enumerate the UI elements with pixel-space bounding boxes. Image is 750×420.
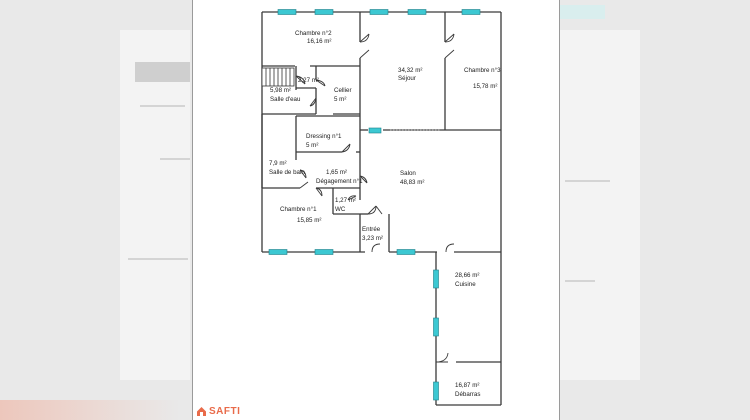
brand-logo: SAFTI: [196, 404, 240, 418]
room-area: 15,78 m²: [473, 82, 498, 90]
staircase: [261, 67, 295, 87]
room-name: Salon: [400, 170, 416, 177]
door-chambre1: [315, 187, 323, 197]
window-salon-top: [368, 127, 382, 134]
door-salle-eau: [309, 97, 317, 107]
floor-plan-sheet: [192, 0, 560, 420]
room-area: 16,87 m²: [455, 382, 480, 389]
window-cuisine-mid: [433, 317, 439, 337]
room-name: Dégagement n°1: [316, 177, 363, 185]
room-name: Cellier: [334, 87, 352, 94]
background-line: [565, 180, 610, 182]
room-area: 3,23 m²: [362, 234, 383, 242]
room-name: Cuisine: [455, 280, 476, 288]
room-area: 5 m²: [334, 95, 347, 103]
window-sejour-right: [407, 9, 427, 15]
door-chambre3: [444, 33, 455, 43]
door-debarras: [435, 352, 449, 363]
room-name: Débarras: [455, 390, 481, 398]
door-chambre2: [359, 33, 370, 43]
room-salle-bain: 7,9 m² Salle de bain: [269, 160, 305, 177]
background-line: [128, 258, 188, 260]
room-area: 5 m²: [306, 141, 319, 149]
window-sejour-left: [369, 9, 389, 15]
door-cuisine: [445, 243, 455, 253]
room-name: Séjour: [398, 74, 416, 82]
room-name: Salle de bain: [269, 168, 305, 176]
room-sejour: 34,32 m² Séjour: [398, 67, 422, 83]
room-area: 7,9 m²: [269, 160, 287, 167]
window-chambre1-right: [314, 249, 334, 255]
house-icon: [197, 406, 206, 416]
brand-name: SAFTI: [209, 405, 241, 417]
room-area: 15,85 m²: [297, 216, 322, 224]
room-dressing: Dressing n°1 5 m²: [306, 133, 342, 150]
room-placard: 2,27 m²: [298, 77, 319, 85]
door-degagement: [359, 175, 368, 184]
room-entree: Entrée 3,23 m²: [362, 226, 383, 243]
door-dressing: [341, 143, 351, 153]
background-panel-left: [120, 30, 190, 380]
door-sdb: [299, 169, 307, 179]
room-chambre-3: Chambre n°3 15,78 m²: [464, 67, 501, 91]
room-wc: 1,27 m² WC: [335, 197, 356, 214]
room-area: 28,66 m²: [455, 272, 480, 279]
door-entree-exterior: [371, 243, 381, 253]
background-block: [560, 5, 605, 19]
door-chambre3-b: [444, 49, 455, 59]
room-area: 16,16 m²: [307, 37, 332, 45]
room-cellier: Cellier 5 m²: [334, 87, 352, 104]
room-area: 48,83 m²: [400, 178, 425, 186]
background-line: [160, 158, 190, 160]
window-chambre3: [461, 9, 481, 15]
doors: [295, 33, 455, 363]
room-name: Salle d'eau: [270, 95, 301, 103]
room-salle-eau: 5,98 m² Salle d'eau: [270, 87, 300, 104]
room-debarras: 16,87 m² Débarras: [455, 382, 480, 399]
background-block: [135, 62, 190, 82]
window-chambre1-left: [268, 249, 288, 255]
background-line: [140, 105, 185, 107]
door-sdb-2: [299, 181, 309, 189]
room-name: Entrée: [362, 226, 381, 233]
door-chambre2-b: [359, 49, 370, 59]
room-salon: Salon 48,83 m²: [400, 170, 424, 187]
room-name: Chambre n°1: [280, 206, 317, 213]
door-wc: [347, 195, 357, 201]
room-area: 34,32 m²: [398, 67, 423, 74]
room-chambre-1: Chambre n°1 15,85 m²: [280, 206, 321, 225]
room-area: 5,98 m²: [270, 87, 291, 94]
room-area: 1,65 m²: [326, 169, 347, 176]
staircase-steps: [265, 68, 291, 86]
door-entree: [367, 205, 377, 215]
room-cuisine: 28,66 m² Cuisine: [455, 272, 479, 289]
window-chambre2-right: [314, 9, 334, 15]
room-degagement: 1,65 m² Dégagement n°1: [316, 169, 363, 186]
room-name: WC: [335, 205, 346, 213]
door-cellier: [315, 79, 326, 87]
window-chambre2-left: [277, 9, 297, 15]
room-name: Chambre n°3: [464, 67, 501, 74]
room-name: Chambre n°2: [295, 30, 332, 37]
door-placard: [295, 75, 306, 85]
window-cuisine-top: [433, 269, 439, 289]
room-chambre-2: Chambre n°2 16,16 m²: [295, 30, 332, 46]
room-name: Dressing n°1: [306, 133, 342, 140]
background-panel-right: [560, 30, 640, 380]
door-entree-2: [375, 205, 383, 215]
background-line: [565, 280, 595, 282]
windows: [268, 9, 481, 401]
window-debarras: [433, 381, 439, 401]
room-area: 1,27 m²: [335, 197, 356, 204]
room-area: 2,27 m²: [298, 77, 319, 84]
background-fade: [0, 400, 180, 420]
window-entree: [396, 249, 416, 255]
